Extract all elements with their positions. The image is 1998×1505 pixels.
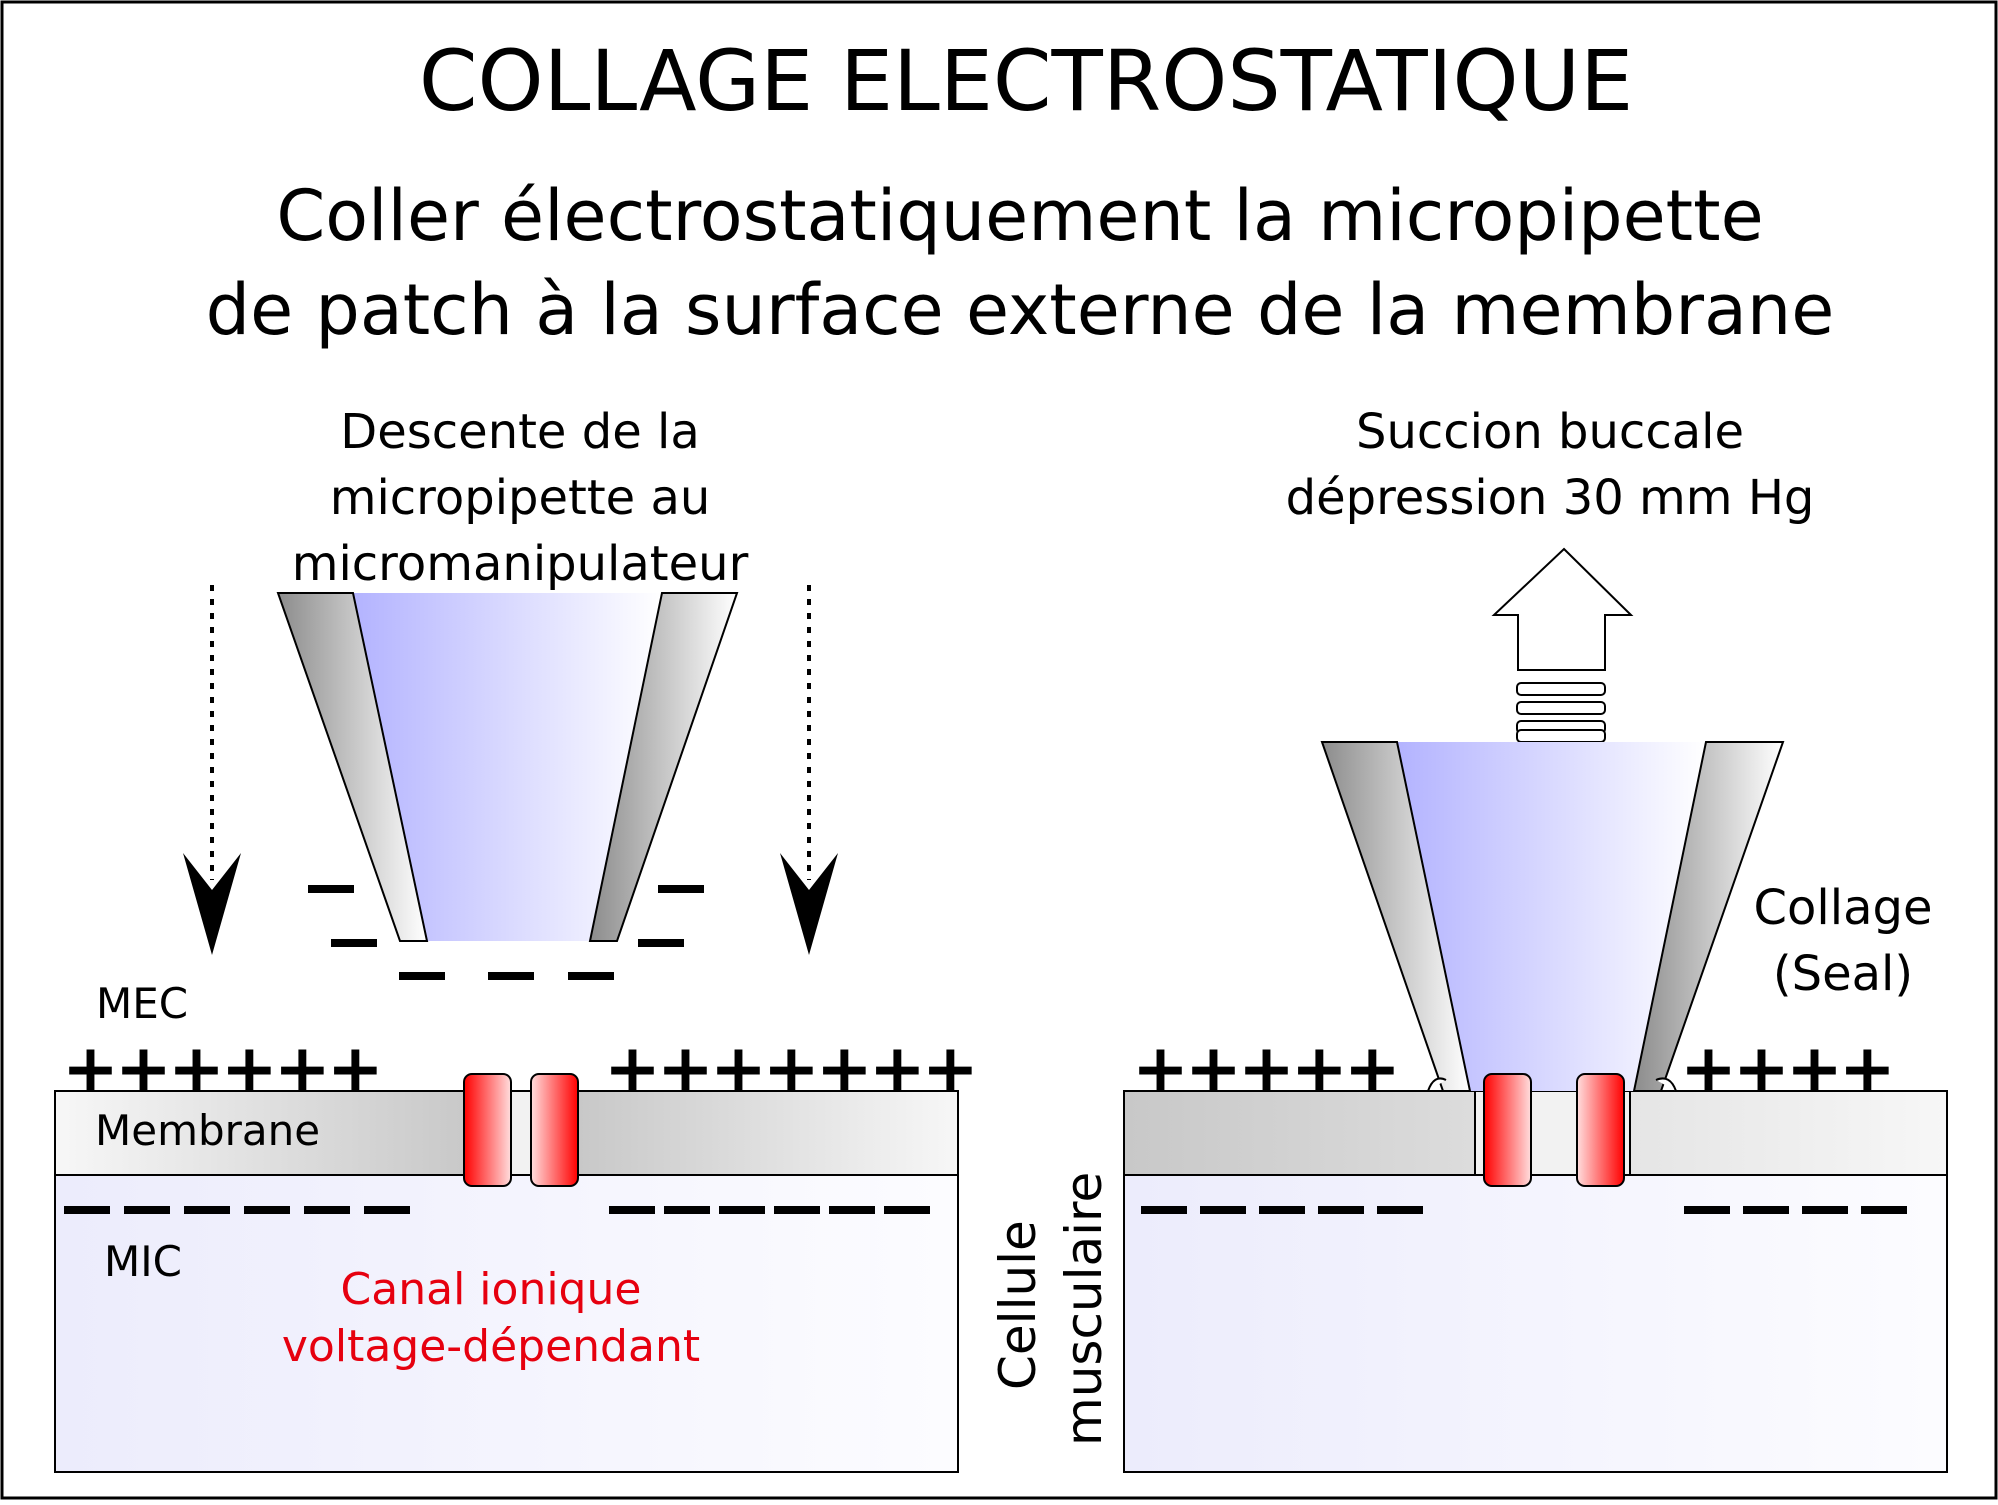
pipette-wall-right [588, 592, 739, 942]
subtitle-line-2: de patch à la surface externe de la memb… [206, 269, 1835, 351]
membrane-label: Membrane [95, 1106, 320, 1155]
membrane-right-segment [577, 1090, 959, 1176]
descent-arrow-left [183, 585, 241, 955]
seal-right [1655, 1077, 1677, 1092]
pipette-wall-left [276, 592, 429, 942]
pipette-wall-left-right [1320, 741, 1472, 1092]
pipette-negative-charges [308, 885, 704, 980]
page-title: COLLAGE ELECTROSTATIQUE [419, 32, 1633, 130]
ion-channel-left [463, 1073, 579, 1187]
suction-caption-line-1: Succion buccale [1356, 404, 1744, 460]
pipette-lumen-right [1397, 742, 1706, 1091]
suction-arrow-icon [1491, 547, 1634, 743]
cytoplasm-right [1123, 1174, 1948, 1473]
right-panel: Succion buccale dépression 30 mm Hg [989, 404, 1948, 1473]
plus-charges-left-right-panel: +++++ [1132, 1030, 1397, 1109]
descent-caption-line-1: Descente de la [340, 404, 699, 460]
micropipette-left [276, 592, 739, 942]
mic-label: MIC [104, 1237, 182, 1286]
pipette-wall-right-right [1632, 741, 1785, 1092]
mec-label: MEC [96, 979, 188, 1028]
left-panel: Descente de la micropipette au micromani… [54, 404, 979, 1473]
cytoplasm-left [54, 1174, 959, 1473]
channel-caption-line-1: Canal ionique [341, 1264, 642, 1315]
cell-label-line-2: musculaire [1055, 1172, 1113, 1446]
suction-caption-line-2: dépression 30 mm Hg [1286, 470, 1815, 526]
descent-arrow-right [780, 585, 838, 955]
ion-channel-right [1483, 1073, 1625, 1187]
descent-caption-line-2: micropipette au [330, 470, 711, 526]
channel-caption-line-2: voltage-dépendant [282, 1321, 700, 1372]
cell-label-line-1: Cellule [989, 1220, 1047, 1390]
subtitle-line-1: Coller électrostatiquement la micropipet… [276, 175, 1763, 257]
seal-label-line-2: (Seal) [1773, 946, 1913, 1002]
seal-label-line-1: Collage [1754, 880, 1933, 936]
micropipette-right [1320, 741, 1785, 1092]
plus-charges-right-right-panel: ++++ [1680, 1030, 1892, 1109]
pipette-lumen [353, 593, 662, 941]
descent-caption-line-3: micromanipulateur [292, 536, 749, 592]
cell-label: Cellule musculaire [989, 1172, 1113, 1446]
seal-left [1427, 1077, 1447, 1092]
